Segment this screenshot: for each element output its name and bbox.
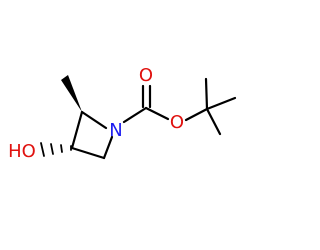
atom-ester-oxygen: O <box>170 112 184 133</box>
bond-ester-o-tbu <box>184 107 209 122</box>
atom-hydroxyl: HO <box>8 141 36 162</box>
bond-n-carbonyl <box>122 106 148 124</box>
atom-nitrogen: N <box>109 120 122 141</box>
ring-bond-c3-c4 <box>70 146 106 160</box>
ring-bond-c4-n <box>102 135 114 160</box>
bond-tbu-methyl-right <box>205 96 237 111</box>
wedge-bond-methyl <box>61 75 82 112</box>
bond-tbu-methyl-up <box>204 77 209 111</box>
ring-bond-n-c2 <box>80 110 108 130</box>
atom-carbonyl-oxygen: O <box>139 65 153 86</box>
bond-tbu-methyl-down <box>205 107 222 136</box>
bond-carbonyl-ester-o <box>144 106 170 121</box>
molecule-structure: N O O HO <box>8 65 237 162</box>
ring-bond-c2-c3 <box>70 110 84 150</box>
hashed-bond-hydroxyl <box>40 142 72 157</box>
